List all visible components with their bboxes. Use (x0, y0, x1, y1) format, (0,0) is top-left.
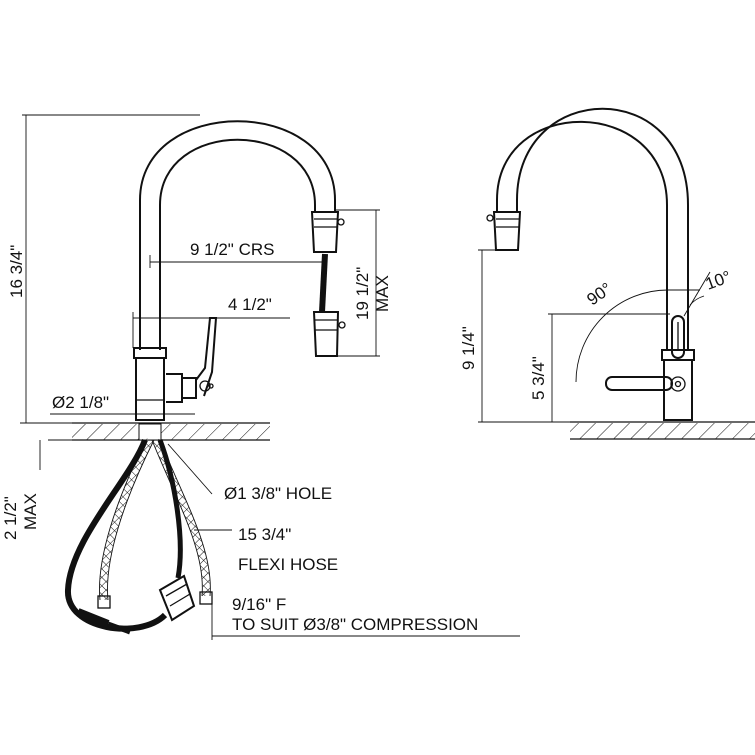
label-base-diameter: Ø2 1/8" (52, 393, 109, 412)
front-dimensions (20, 114, 520, 640)
under-counter-hoses (64, 423, 213, 635)
label-handle-width: 4 1/2" (228, 295, 272, 314)
label-reach-max-value: 19 1/2" (353, 267, 372, 320)
side-dimensions (478, 249, 711, 423)
label-angle-90: 90° (583, 279, 615, 309)
label-compression: TO SUIT Ø3/8" COMPRESSION (232, 615, 478, 634)
label-handle-height: 5 3/4" (529, 356, 548, 400)
label-hose-name: FLEXI HOSE (238, 555, 338, 574)
label-below-value: 2 1/2" (1, 496, 20, 540)
countertop-side (570, 421, 755, 440)
faucet-front-body (133, 120, 346, 421)
label-below-word: MAX (21, 493, 40, 530)
label-crs: 9 1/2" CRS (190, 240, 274, 259)
label-total-height: 16 3/4" (7, 245, 26, 298)
countertop-front (72, 422, 270, 441)
label-fitting: 9/16" F (232, 595, 286, 614)
faucet-side-body (486, 107, 695, 421)
label-hose-length: 15 3/4" (238, 525, 291, 544)
label-hole: Ø1 3/8" HOLE (224, 484, 332, 503)
label-angle-10: 10° (703, 267, 734, 294)
label-reach-max-word: MAX (373, 275, 392, 312)
label-side-height: 9 1/4" (459, 326, 478, 370)
